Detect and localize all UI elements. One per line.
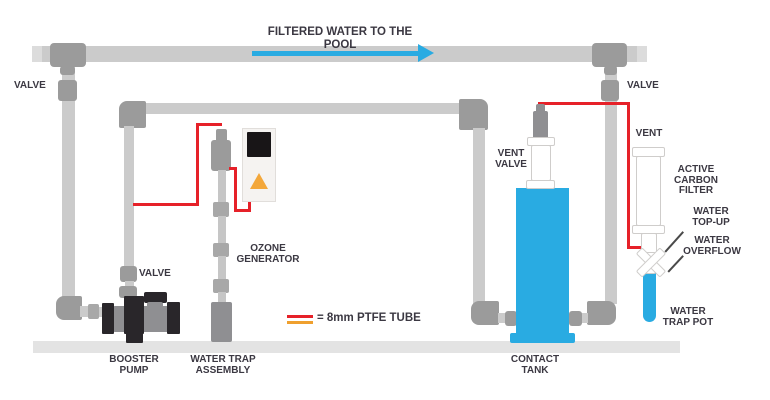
label-valve-mid: VALVE: [139, 268, 171, 279]
pipe-second-horizontal: [126, 103, 478, 114]
connector-tank-right: [569, 311, 582, 326]
pipe-pump-vertical-2: [125, 281, 134, 288]
pump-motor-cap: [144, 292, 167, 303]
tube-generator-h2: [234, 209, 251, 212]
legend-line-red: [287, 315, 313, 318]
flow-arrow-line: [252, 51, 422, 56]
check-valve-body: [211, 140, 231, 171]
label-water-trap-pot: WATER TRAP POT: [662, 306, 714, 328]
legend-label: = 8mm PTFE TUBE: [317, 312, 421, 324]
label-booster-pump: BOOSTER PUMP: [109, 354, 159, 376]
tee-fitting-left: [50, 43, 86, 67]
coupling-pump-top: [119, 286, 137, 298]
label-active-carbon-filter: ACTIVE CARBON FILTER: [674, 164, 718, 196]
trap-coupling-1: [213, 202, 229, 217]
pump-foot: [126, 332, 143, 343]
pointer-line-overflow: [667, 255, 684, 273]
pipe-stub-pump-left-2: [99, 307, 104, 317]
tube-generator-v2: [248, 198, 251, 212]
ozone-generator-screen: [247, 132, 271, 157]
elbow-tank-left: [471, 301, 499, 325]
pipe-stub-tank-left: [498, 313, 506, 323]
pipe-top-end-cap-left: [32, 46, 42, 62]
label-ozone-generator: OZONE GENERATOR: [236, 243, 300, 265]
label-water-top-up: WATER TOP-UP: [692, 206, 730, 228]
valve-fitting-top-left: [58, 80, 77, 101]
pump-flange-left: [102, 303, 114, 334]
trap-tube-1: [218, 170, 226, 203]
valve-fitting-top-right: [601, 80, 619, 101]
trap-coupling-2: [213, 243, 229, 257]
carbon-filter-body: [636, 156, 661, 226]
label-vent: VENT: [635, 128, 663, 139]
tube-generator-h1: [229, 167, 237, 170]
connector-tank-left: [505, 311, 517, 326]
connector-pump-left: [88, 304, 99, 319]
tube-vent-h1: [538, 102, 630, 105]
label-valve-top-left: VALVE: [14, 80, 46, 91]
pipe-top-end-cap-right: [637, 46, 647, 62]
pipe-stub-pump-left: [80, 306, 89, 317]
pipe-right-vertical: [605, 66, 617, 304]
trap-coupling-3: [213, 279, 229, 293]
pipe-pump-vertical: [124, 126, 134, 268]
vent-valve-nub: [536, 104, 545, 113]
elbow-pump-left: [56, 296, 82, 320]
label-vent-valve: VENT VALVE: [495, 148, 527, 170]
contact-tank-base: [510, 333, 575, 343]
pipe-stub-tank-right: [581, 313, 588, 323]
tube-generator-v1: [234, 167, 237, 212]
elbow-tank-right: [587, 301, 616, 325]
label-water-trap-assembly: WATER TRAP ASSEMBLY: [190, 354, 256, 376]
contact-tank-body: [516, 188, 569, 334]
check-valve-nub: [216, 129, 227, 142]
tube-vent-h2: [627, 246, 641, 249]
pipe-left-vertical: [62, 66, 75, 302]
vent-valve-flange-bottom: [526, 180, 555, 189]
tube-injector-v: [196, 123, 199, 206]
elbow-second-right: [459, 99, 488, 130]
warning-triangle-icon: [250, 173, 268, 189]
tube-injector-h2: [196, 123, 222, 126]
label-contact-tank: CONTACT TANK: [510, 354, 560, 376]
tee-stem-right: [604, 66, 617, 75]
pump-motor-neck: [147, 302, 163, 312]
label-valve-top-right: VALVE: [627, 80, 659, 91]
tube-injector-h1: [133, 203, 199, 206]
label-filtered-water: FILTERED WATER TO THE POOL: [267, 26, 413, 51]
trap-tube-4: [218, 292, 226, 304]
label-water-overflow: WATER OVERFLOW: [683, 235, 741, 257]
water-trap-pot-tube: [643, 270, 656, 322]
elbow-second-left: [119, 101, 146, 128]
valve-fitting-mid: [120, 266, 137, 282]
trap-tube-2: [218, 216, 226, 244]
vent-valve-stem: [533, 111, 548, 139]
tee-fitting-right: [592, 43, 627, 67]
legend-line-orange: [287, 321, 313, 324]
tee-stem-left: [60, 66, 75, 75]
floor-line: [33, 341, 680, 353]
trap-base: [211, 302, 232, 342]
pipe-tank-left-vertical: [473, 128, 485, 304]
tube-vent-v2: [627, 102, 630, 249]
trap-tube-3: [218, 256, 226, 280]
flow-arrow-head: [418, 44, 434, 62]
pump-flange-right: [167, 302, 180, 334]
pump-center-block: [124, 296, 144, 334]
